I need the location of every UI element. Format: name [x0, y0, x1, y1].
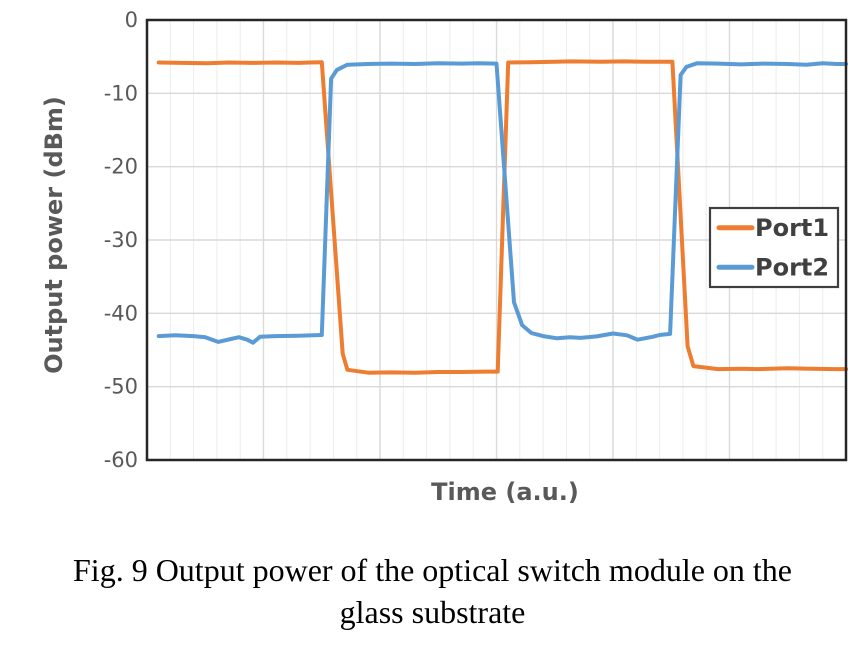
legend-item: Port2: [716, 253, 829, 281]
plot-border: [145, 18, 848, 462]
data-series: [156, 59, 848, 375]
y-tick-label: -30: [104, 228, 138, 252]
legend-item: Port1: [716, 214, 829, 242]
y-tick-label: -20: [104, 155, 138, 179]
y-tick-label: -60: [104, 448, 138, 472]
figure-caption-line-1: Fig. 9 Output power of the optical switc…: [73, 552, 792, 588]
legend-label: Port1: [755, 214, 829, 242]
figure-caption: Fig. 9 Output power of the optical switc…: [0, 549, 865, 633]
y-axis-title: Output power (dBm): [40, 96, 68, 374]
legend-box: [708, 206, 840, 289]
y-tick-label: -10: [104, 81, 138, 105]
x-axis-title: Time (a.u.): [431, 478, 579, 506]
y-tick-label: 0: [125, 8, 138, 32]
output-power-chart: 0 -10 -20 -30 -40 -50 -60 Output power (dBm) T…: [40, 8, 848, 506]
y-tick-label: -40: [104, 301, 138, 325]
y-axis-tick-labels: 0 -10 -20 -30 -40 -50 -60: [104, 8, 138, 472]
port1-series-line: [156, 59, 848, 375]
y-tick-label: -50: [104, 375, 138, 399]
port2-series-line: [156, 61, 848, 345]
figure-caption-line-2: glass substrate: [339, 594, 526, 630]
legend-label: Port2: [755, 253, 829, 281]
